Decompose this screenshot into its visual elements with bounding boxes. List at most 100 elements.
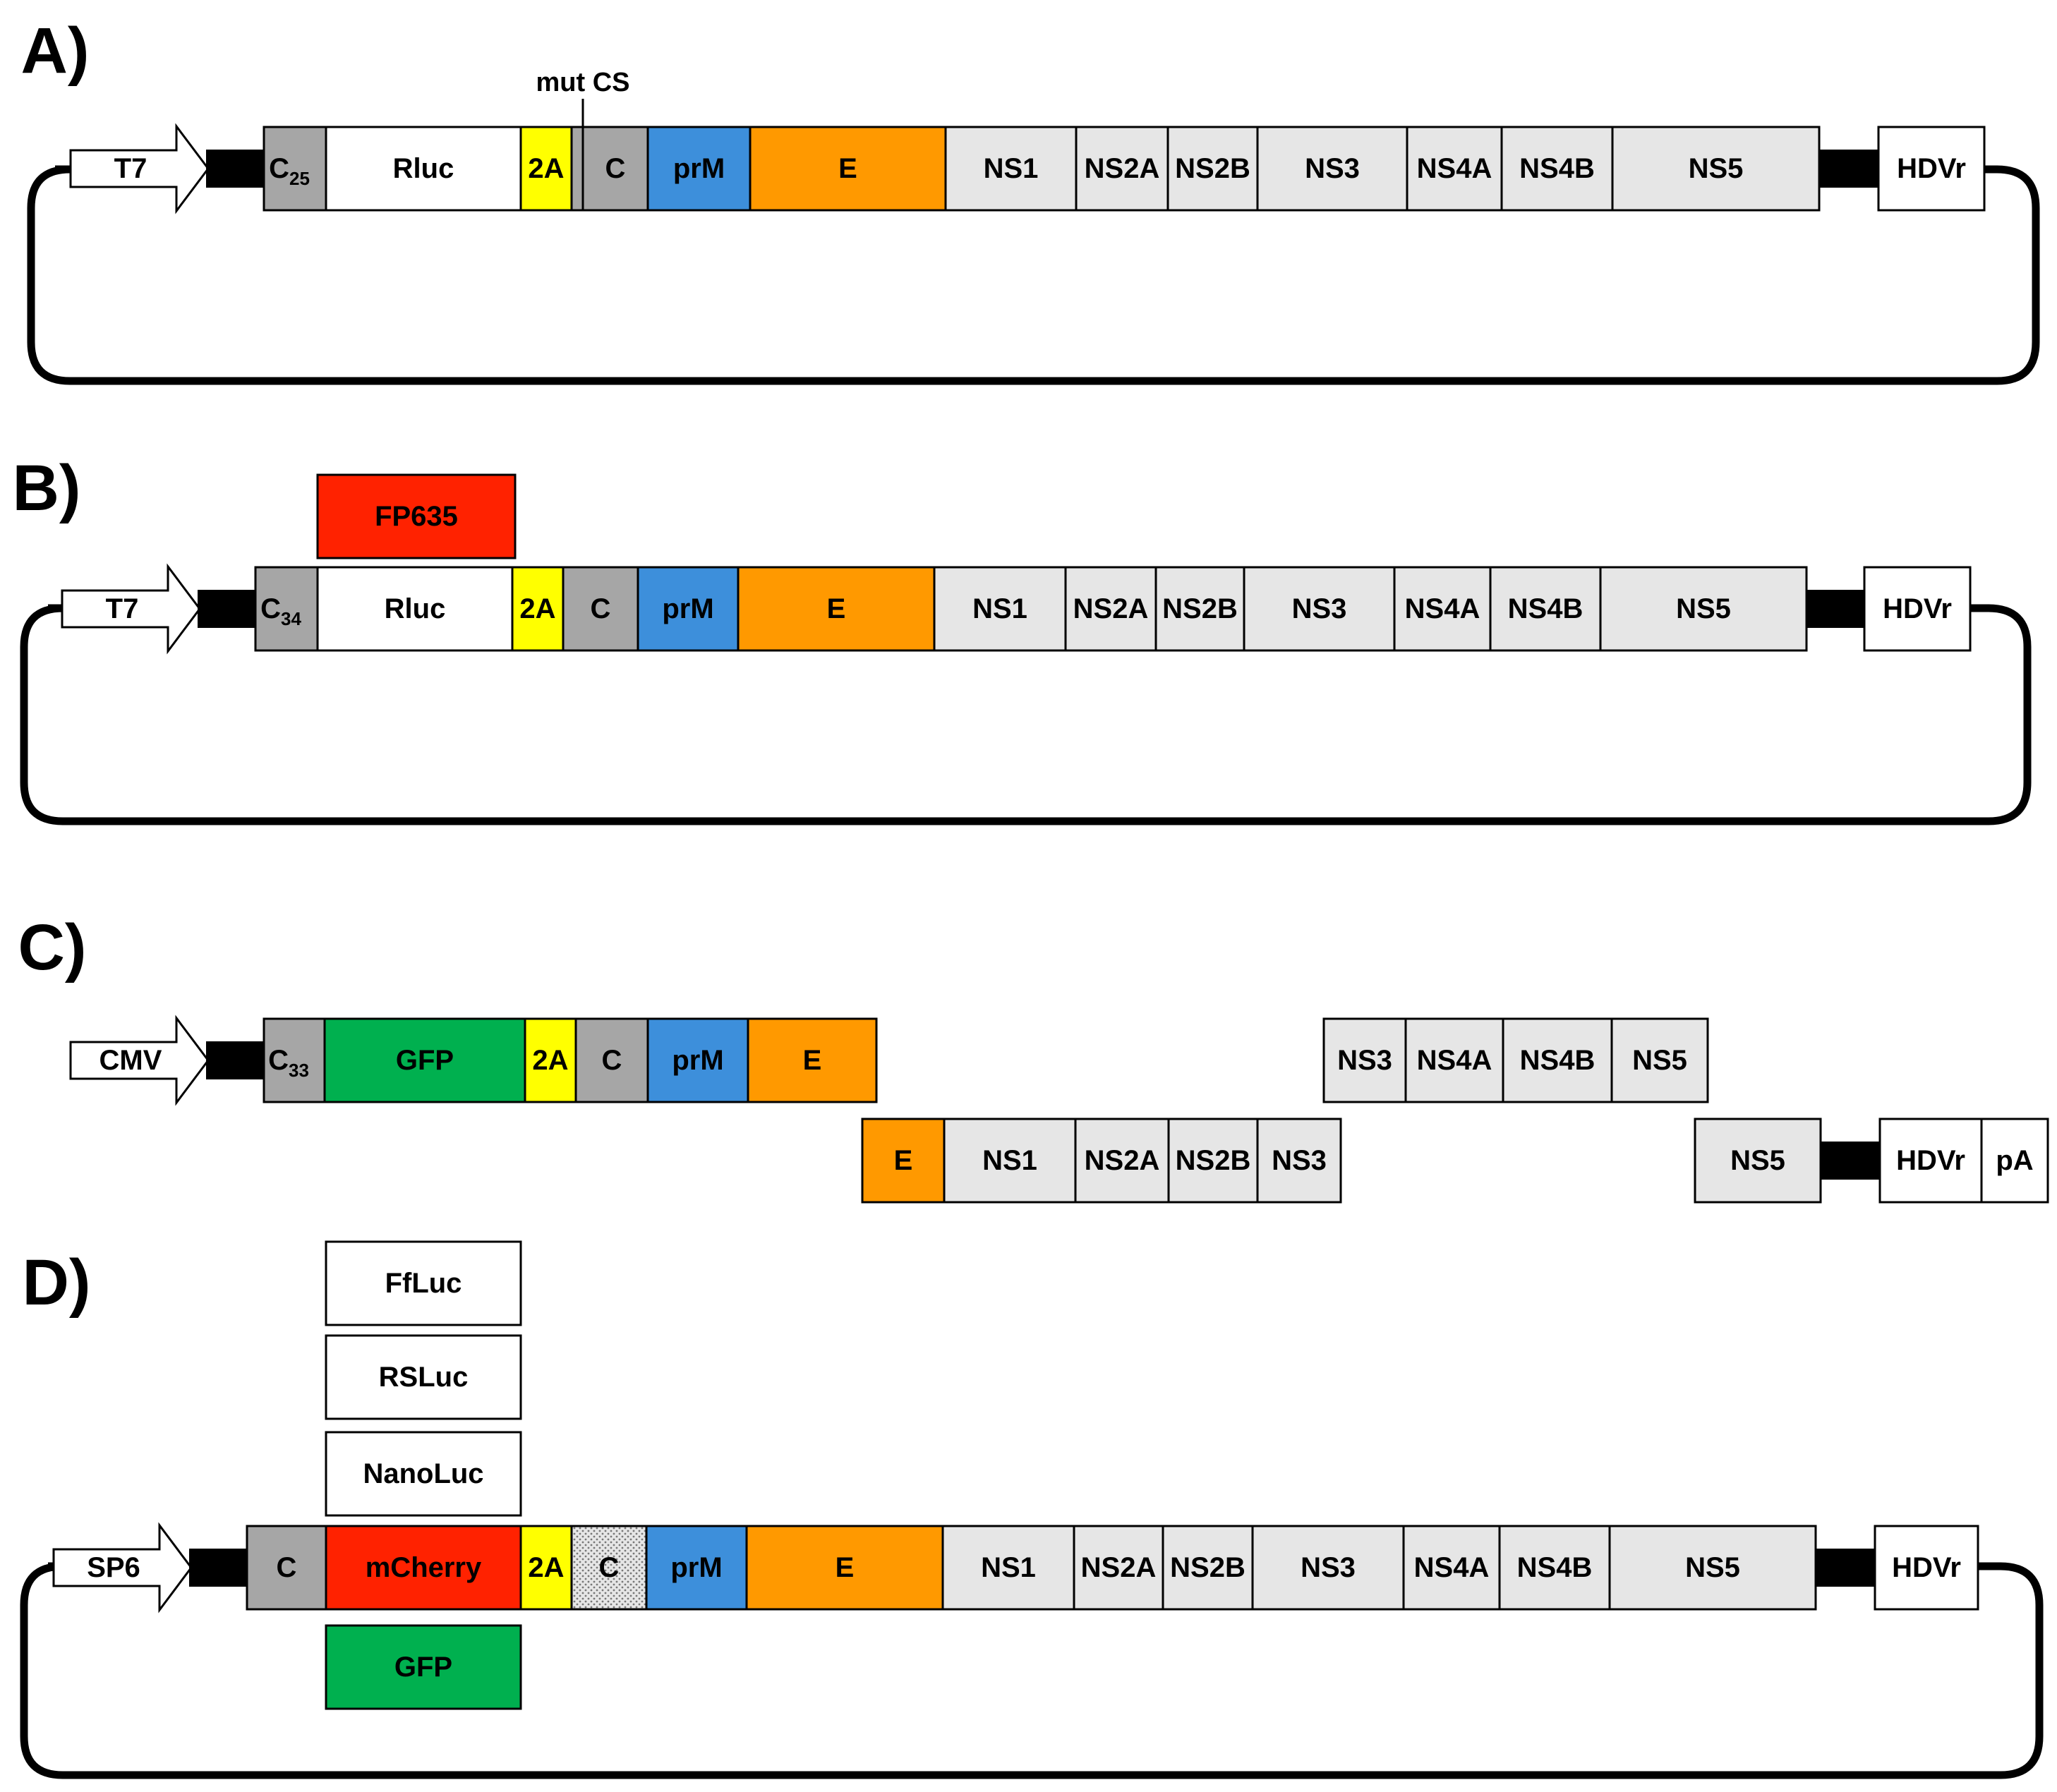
panel-d-hdvr-label: HDVr (1892, 1552, 1961, 1583)
panel-a-segment-ns2a-7-label: NS2A (1085, 153, 1160, 184)
panel-a-capsid-c25 (263, 126, 327, 212)
panel-b-segment-ns4b-10-label: NS4B (1508, 593, 1584, 624)
panel-b-capsid-c34-label: C34 (260, 593, 301, 629)
panel-d-reporter-ffluc (325, 1240, 522, 1326)
panel-b-segment-rluc-0-label: Rluc (385, 593, 446, 624)
panel-c-fragment1-c-2-label: C (602, 1045, 622, 1076)
panel-a-segment-ns4b-11-label: NS4B (1519, 153, 1595, 184)
panel-c-capsid-c33-subscript: 33 (289, 1060, 309, 1081)
panel-b-segment-ns2a-6-label: NS2A (1073, 593, 1149, 624)
panel-c-fragment1-prm-3-label: prM (672, 1045, 723, 1076)
panel-b-segment-ns1-5-label: NS1 (972, 593, 1027, 624)
panel-a-mut-cs-annotation: mut CS (536, 68, 630, 97)
panel-b-segment-c-2-label: C (591, 593, 611, 624)
panel-a-segment-ns4b-11 (1500, 126, 1614, 212)
panel-c-capsid-c33-main: C (268, 1045, 289, 1076)
panel-c-capsid-c33-label: C33 (268, 1045, 309, 1081)
panel-c-cmv-promoter (69, 1015, 210, 1106)
panel-a-segment-prm-4 (646, 126, 752, 212)
panel-b-segment-ns2b-7 (1154, 566, 1245, 652)
panel-b-linker-left (198, 590, 255, 628)
panel-c-polya (1980, 1118, 2049, 1204)
panel-d-segment-c-0 (246, 1525, 327, 1611)
panel-b-segment-e-4-label: E (827, 593, 846, 624)
panel-c-fragment2-ns1-1-label: NS1 (982, 1145, 1037, 1176)
panel-c-fragment2-ns1-1 (943, 1118, 1077, 1204)
panel-a-linker-left (206, 150, 264, 188)
panel-a-capsid-c25-label: C25 (269, 153, 310, 189)
panel-d-reporter-rsluc-label: RSLuc (379, 1362, 469, 1393)
panel-a-segment-c-3-label: C (605, 153, 626, 184)
panel-a-segment-ns1-6-label: NS1 (984, 153, 1039, 184)
panel-b-segment-prm-3-label: prM (662, 593, 713, 624)
panel-c-polya-label: pA (1996, 1145, 2033, 1176)
panel-c-fragment1-prm-3 (646, 1017, 749, 1103)
panel-d-reporter-nanoluc (325, 1431, 522, 1517)
panel-c-fragment2-ns2a-2 (1074, 1118, 1170, 1204)
panel-a-segment-ns5-12 (1611, 126, 1821, 212)
panel-b-segment-ns2a-6 (1064, 566, 1157, 652)
panel-c-fragment1-2a-1-label: 2A (532, 1045, 568, 1076)
panel-d-reporter-nanoluc-label: NanoLuc (363, 1458, 483, 1489)
panel-b-segment-prm-3 (637, 566, 740, 652)
panel-a-hdvr (1877, 126, 1986, 212)
panel-b-linker-right (1806, 590, 1864, 628)
panel-a-segment-ns4a-10-label: NS4A (1417, 153, 1492, 184)
panel-d-segment-prm-4 (645, 1525, 748, 1611)
panel-b-segment-ns5-11-label: NS5 (1676, 593, 1731, 624)
panel-c-fragment1-2a-1 (524, 1017, 577, 1103)
panel-d-segment-ns2b-8-label: NS2B (1170, 1552, 1245, 1583)
panel-c-fragment2-ns2b-3 (1167, 1118, 1259, 1204)
panel-c-capsid-c33 (263, 1017, 326, 1103)
panel-c-fragment3-ns4a-1-label: NS4A (1417, 1045, 1492, 1076)
panel-d-segment-ns4a-10 (1402, 1525, 1501, 1611)
panel-d-segment-ns5-12-label: NS5 (1685, 1552, 1740, 1583)
panel-d-segment-ns2a-7 (1073, 1525, 1164, 1611)
panel-a-segment-2a-1-label: 2A (528, 153, 564, 184)
panel-c-fragment1-gfp-0-label: GFP (396, 1045, 454, 1076)
panel-a-linker-right (1819, 150, 1878, 188)
panel-a-segment-rluc-0 (325, 126, 522, 212)
panel-d-segment-ns2a-7-label: NS2A (1081, 1552, 1157, 1583)
panel-d-segment-ns3-9 (1251, 1525, 1405, 1611)
panel-b-segment-ns1-5 (933, 566, 1067, 652)
panel-b-hdvr (1863, 566, 1972, 652)
panel-c-fragment1-c-2 (574, 1017, 649, 1103)
panel-b-fp635-label: FP635 (375, 501, 458, 532)
panel-d-segment-2a-2-label: 2A (528, 1552, 564, 1583)
panel-d-segment-ns4b-11-label: NS4B (1517, 1552, 1593, 1583)
panel-b-fp635 (316, 473, 517, 559)
panel-c-fragment2-ns3-4 (1256, 1118, 1342, 1204)
panel-b-capsid-c34 (254, 566, 319, 652)
panel-d-segment-ns2b-8 (1162, 1525, 1254, 1611)
panel-b-segment-ns3-8-label: NS3 (1292, 593, 1347, 624)
panel-d-segment-ns1-6 (941, 1525, 1075, 1611)
panel-a-segment-prm-4-label: prM (673, 153, 725, 184)
panel-c-label: C) (18, 912, 86, 983)
panel-c-linker-right (1821, 1142, 1880, 1180)
panel-d-segment-c-3 (570, 1525, 648, 1611)
panel-a-segment-ns2b-8 (1166, 126, 1259, 212)
panel-d-sp6-promoter-label: SP6 (87, 1552, 140, 1583)
panel-d-segment-c-0-label: C (277, 1552, 297, 1583)
panel-d-segment-c-3-label: C (599, 1552, 620, 1583)
panel-b-segment-ns4a-9-label: NS4A (1405, 593, 1480, 624)
panel-a-capsid-c25-subscript: 25 (289, 168, 310, 189)
panel-a-t7-promoter (69, 123, 210, 214)
panel-b-t7-promoter (61, 563, 201, 655)
panel-b-hdvr-label: HDVr (1883, 593, 1952, 624)
panel-a-t7-promoter-label: T7 (114, 153, 147, 184)
panel-c-hdvr-label: HDVr (1896, 1145, 1965, 1176)
panel-d-segment-ns3-9-label: NS3 (1301, 1552, 1356, 1583)
panel-b-segment-c-2 (562, 566, 639, 652)
panel-a-segment-ns3-9 (1256, 126, 1408, 212)
panel-d-segment-ns5-12 (1608, 1525, 1817, 1611)
panel-b-capsid-c34-main: C (260, 593, 281, 624)
panel-a-segment-2a-1 (519, 126, 573, 212)
panel-d-segment-mcherry-1-label: mCherry (366, 1552, 482, 1583)
panel-b-plasmid-loop (20, 604, 2032, 825)
panel-d-sp6-promoter (52, 1522, 193, 1614)
panel-d-segment-ns1-6-label: NS1 (981, 1552, 1036, 1583)
